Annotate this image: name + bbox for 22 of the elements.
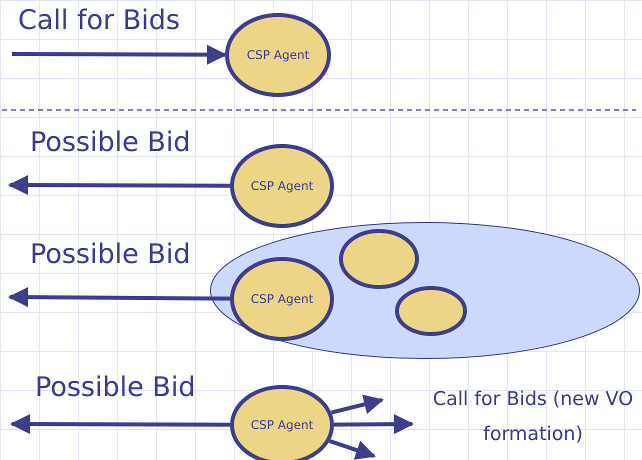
node-label: CSP Agent: [250, 179, 314, 193]
node-label: CSP Agent: [250, 418, 314, 432]
edge-label: Possible Bid: [30, 239, 190, 270]
edge-label: Possible Bid: [35, 372, 196, 403]
agent-ellipse: [225, 13, 331, 97]
arrow: [12, 44, 227, 65]
note-text: Call for Bids (new VO formation): [432, 387, 634, 447]
member-ellipse: [395, 286, 467, 336]
node-label: CSP Agent: [250, 292, 314, 306]
arrow: [328, 439, 376, 460]
arrow: [331, 394, 384, 415]
agent-ellipse: [230, 257, 334, 341]
member-ellipse: [339, 229, 419, 289]
agent-ellipse: [230, 144, 334, 228]
node-label: CSP Agent: [246, 48, 310, 62]
edge-label: Call for Bids: [18, 5, 180, 36]
arrow: [8, 175, 230, 196]
arrow: [334, 414, 414, 434]
arrow: [8, 287, 230, 308]
group-ellipse: [210, 222, 640, 359]
edge-label: Possible Bid: [30, 127, 190, 158]
arrow: [10, 414, 230, 434]
